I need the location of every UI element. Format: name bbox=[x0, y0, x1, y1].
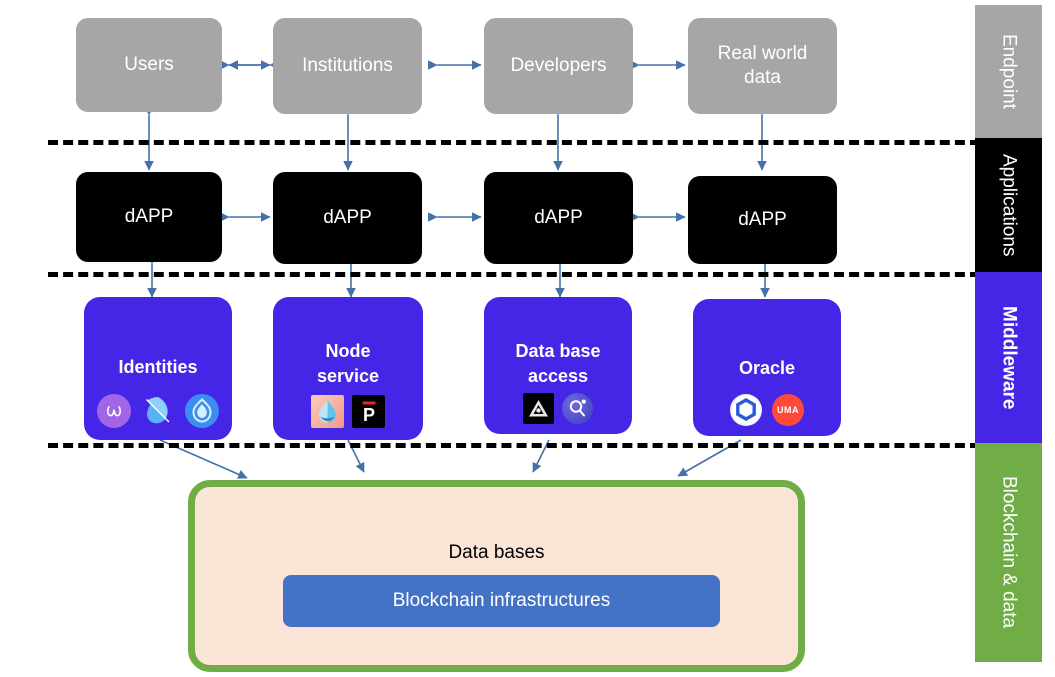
middleware-box-oracle[interactable]: Oracle UMA bbox=[693, 299, 841, 436]
dapp-label: dAPP bbox=[534, 207, 583, 228]
database-container[interactable]: Data bases Blockchain infrastructures bbox=[188, 480, 805, 672]
graph-glyph bbox=[569, 399, 586, 417]
the-graph-icon[interactable] bbox=[562, 393, 593, 424]
ens-glyph bbox=[192, 398, 212, 423]
dapp-label: dAPP bbox=[323, 207, 372, 228]
dapp-label: dAPP bbox=[124, 206, 174, 227]
database-title: Data bases bbox=[448, 542, 545, 563]
middleware-box-identities[interactable]: Identities bbox=[84, 297, 232, 440]
dapp-box-2[interactable]: dAPP bbox=[273, 172, 422, 264]
endpoint-box-users[interactable]: Users bbox=[76, 18, 222, 112]
endpoint-label: Real world data bbox=[717, 43, 808, 88]
layer-label-endpoint: Endpoint bbox=[998, 33, 1020, 109]
layer-segment-endpoint[interactable]: Endpoint bbox=[975, 5, 1042, 138]
pocket-p-glyph: P bbox=[362, 401, 376, 425]
covalent-icon[interactable] bbox=[523, 393, 554, 424]
layer-segment-applications[interactable]: Applications bbox=[975, 138, 1042, 272]
hexagon-glyph bbox=[736, 398, 756, 421]
uma-icon[interactable]: UMA bbox=[772, 394, 804, 426]
endpoint-box-developers[interactable]: Developers bbox=[484, 18, 633, 114]
worldcoin-icon[interactable] bbox=[97, 394, 131, 428]
worldcoin-glyph bbox=[107, 406, 121, 417]
layer-segment-middleware[interactable]: Middleware bbox=[975, 272, 1042, 443]
middleware-box-database-access[interactable]: Data base access bbox=[484, 297, 632, 434]
endpoint-label: Institutions bbox=[302, 55, 393, 76]
chainlink-icon[interactable] bbox=[730, 394, 762, 426]
endpoint-box-real-world-data[interactable]: Real world data bbox=[688, 18, 837, 114]
dapp-box-3[interactable]: dAPP bbox=[484, 172, 633, 264]
blockchain-infrastructures-label: Blockchain infrastructures bbox=[392, 590, 611, 611]
endpoint-label: Users bbox=[124, 54, 174, 75]
middleware-title: Data base access bbox=[515, 341, 601, 386]
middleware-icon-group bbox=[84, 394, 232, 428]
middleware-icon-group bbox=[484, 393, 632, 424]
ens-icon[interactable] bbox=[185, 394, 219, 428]
endpoint-box-institutions[interactable]: Institutions bbox=[273, 18, 422, 114]
middleware-title: Oracle bbox=[738, 358, 796, 378]
dapp-box-4[interactable]: dAPP bbox=[688, 176, 837, 264]
layer-label-blockchain-data: Blockchain & data bbox=[998, 476, 1020, 629]
endpoint-label: Developers bbox=[510, 55, 607, 76]
separator-endpoint-applications bbox=[48, 140, 980, 145]
blockchain-infrastructures-box[interactable]: Blockchain infrastructures bbox=[283, 575, 720, 627]
middleware-icon-group: P bbox=[273, 395, 423, 428]
svg-text:P: P bbox=[363, 405, 375, 425]
unstoppable-domains-icon[interactable] bbox=[141, 394, 175, 428]
separator-applications-middleware bbox=[48, 272, 980, 277]
dapp-box-1[interactable]: dAPP bbox=[76, 172, 222, 262]
infura-icon[interactable] bbox=[311, 395, 344, 428]
uma-label: UMA bbox=[777, 404, 799, 415]
separator-middleware-blockchain bbox=[48, 443, 980, 448]
layer-label-middleware: Middleware bbox=[998, 305, 1020, 410]
leaf-glyph bbox=[146, 397, 170, 424]
dapp-label: dAPP bbox=[738, 209, 787, 230]
middleware-box-node-service[interactable]: Node service P bbox=[273, 297, 423, 440]
droplet-glyph bbox=[319, 400, 336, 423]
pocket-network-icon[interactable]: P bbox=[352, 395, 385, 428]
middleware-icon-group: UMA bbox=[693, 394, 841, 426]
middleware-title: Node service bbox=[316, 341, 380, 386]
layer-segment-blockchain-data[interactable]: Blockchain & data bbox=[975, 443, 1042, 662]
layer-label-applications: Applications bbox=[998, 153, 1020, 257]
triangle-glyph bbox=[529, 400, 548, 417]
middleware-title: Identities bbox=[118, 357, 198, 377]
